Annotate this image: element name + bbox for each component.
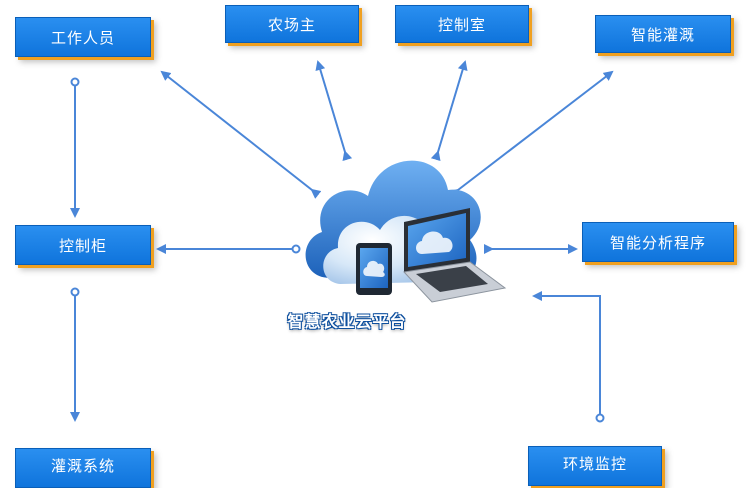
arrow-irrigation-platform bbox=[448, 70, 614, 199]
laptop-icon bbox=[402, 208, 507, 303]
platform-label: 智慧农业云平台 bbox=[287, 312, 407, 331]
node-control-cabinet: 控制柜 bbox=[15, 225, 151, 265]
connector-arrows bbox=[70, 60, 614, 422]
arrow-control-platform bbox=[430, 60, 468, 162]
diagram-canvas: 工作人员 农场主 控制室 智能灌溉 控制柜 智能分析程序 灌溉系统 环境监控 智… bbox=[15, 5, 734, 488]
node-smart-irrigation: 智能灌溉 bbox=[595, 15, 731, 53]
connector-dots bbox=[70, 77, 605, 423]
arrow-staff-platform bbox=[160, 70, 322, 199]
diagram-graphics bbox=[70, 60, 614, 423]
node-irrigation-system: 灌溉系统 bbox=[15, 448, 151, 488]
node-farm-owner: 农场主 bbox=[225, 5, 359, 43]
node-smart-analysis: 智能分析程序 bbox=[582, 222, 734, 262]
arrow-env-platform bbox=[532, 291, 601, 418]
node-staff: 工作人员 bbox=[15, 17, 151, 57]
node-control-room: 控制室 bbox=[395, 5, 529, 43]
node-environment-monitoring: 环境监控 bbox=[528, 446, 662, 486]
arrow-owner-platform bbox=[315, 60, 353, 162]
tablet-icon bbox=[356, 243, 392, 295]
